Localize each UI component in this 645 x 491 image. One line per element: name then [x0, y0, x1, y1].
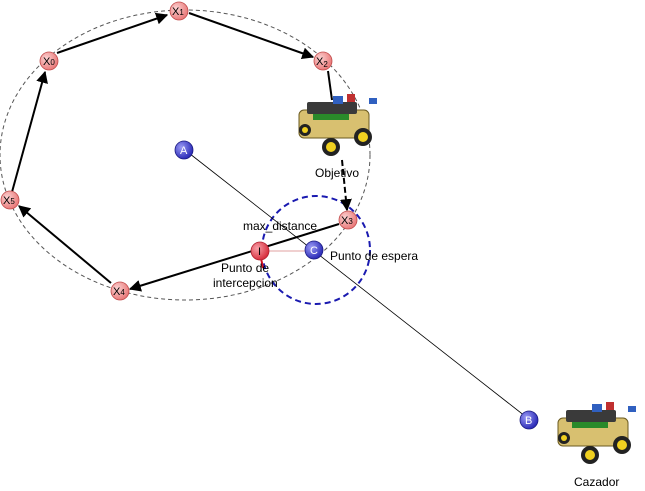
node-a: A: [174, 140, 194, 160]
node-x3: X3: [338, 210, 358, 230]
svg-text:X2: X2: [316, 56, 328, 69]
arrow-x5-x0: [11, 70, 48, 193]
node-x4: X4: [110, 281, 130, 301]
label-intercept-2: intercepcion: [213, 276, 278, 290]
svg-text:X5: X5: [3, 195, 15, 207]
node-i: I: [250, 241, 270, 261]
svg-text:A: A: [180, 145, 188, 157]
svg-text:X4: X4: [113, 286, 125, 298]
label-objective: Objetivo: [315, 166, 359, 180]
arrow-x4-x5: [18, 205, 112, 284]
robot-car-icon: [557, 402, 636, 464]
node-b: B: [519, 410, 539, 430]
trajectory-arrows: [11, 12, 352, 292]
svg-text:X1: X1: [172, 6, 184, 18]
label-intercept-1: Punto de: [221, 261, 269, 275]
arrow-robot-x3: [339, 159, 352, 212]
arrow-x1-x2: [188, 12, 315, 60]
node-x0: X0: [39, 51, 59, 71]
node-x2: X2: [313, 51, 333, 71]
max-distance-circle: [261, 195, 371, 305]
svg-text:I: I: [258, 246, 261, 258]
label-hunter: Cazador: [574, 475, 619, 489]
arrow-x3-x4: [128, 223, 340, 292]
arrow-x0-x1: [56, 12, 169, 54]
label-wait-point: Punto de espera: [330, 249, 418, 263]
node-x5: X5: [0, 190, 20, 210]
node-c: C: [304, 240, 324, 260]
hunter-line: [184, 149, 531, 421]
robot-car-icon: [298, 94, 377, 156]
svg-text:X0: X0: [43, 56, 55, 68]
svg-text:B: B: [525, 415, 532, 427]
svg-text:X3: X3: [341, 215, 353, 227]
svg-text:C: C: [310, 245, 318, 257]
node-x1: X1: [169, 1, 189, 21]
arrow-x2-robot: [327, 70, 333, 101]
label-max-distance: max_distance: [243, 219, 317, 233]
